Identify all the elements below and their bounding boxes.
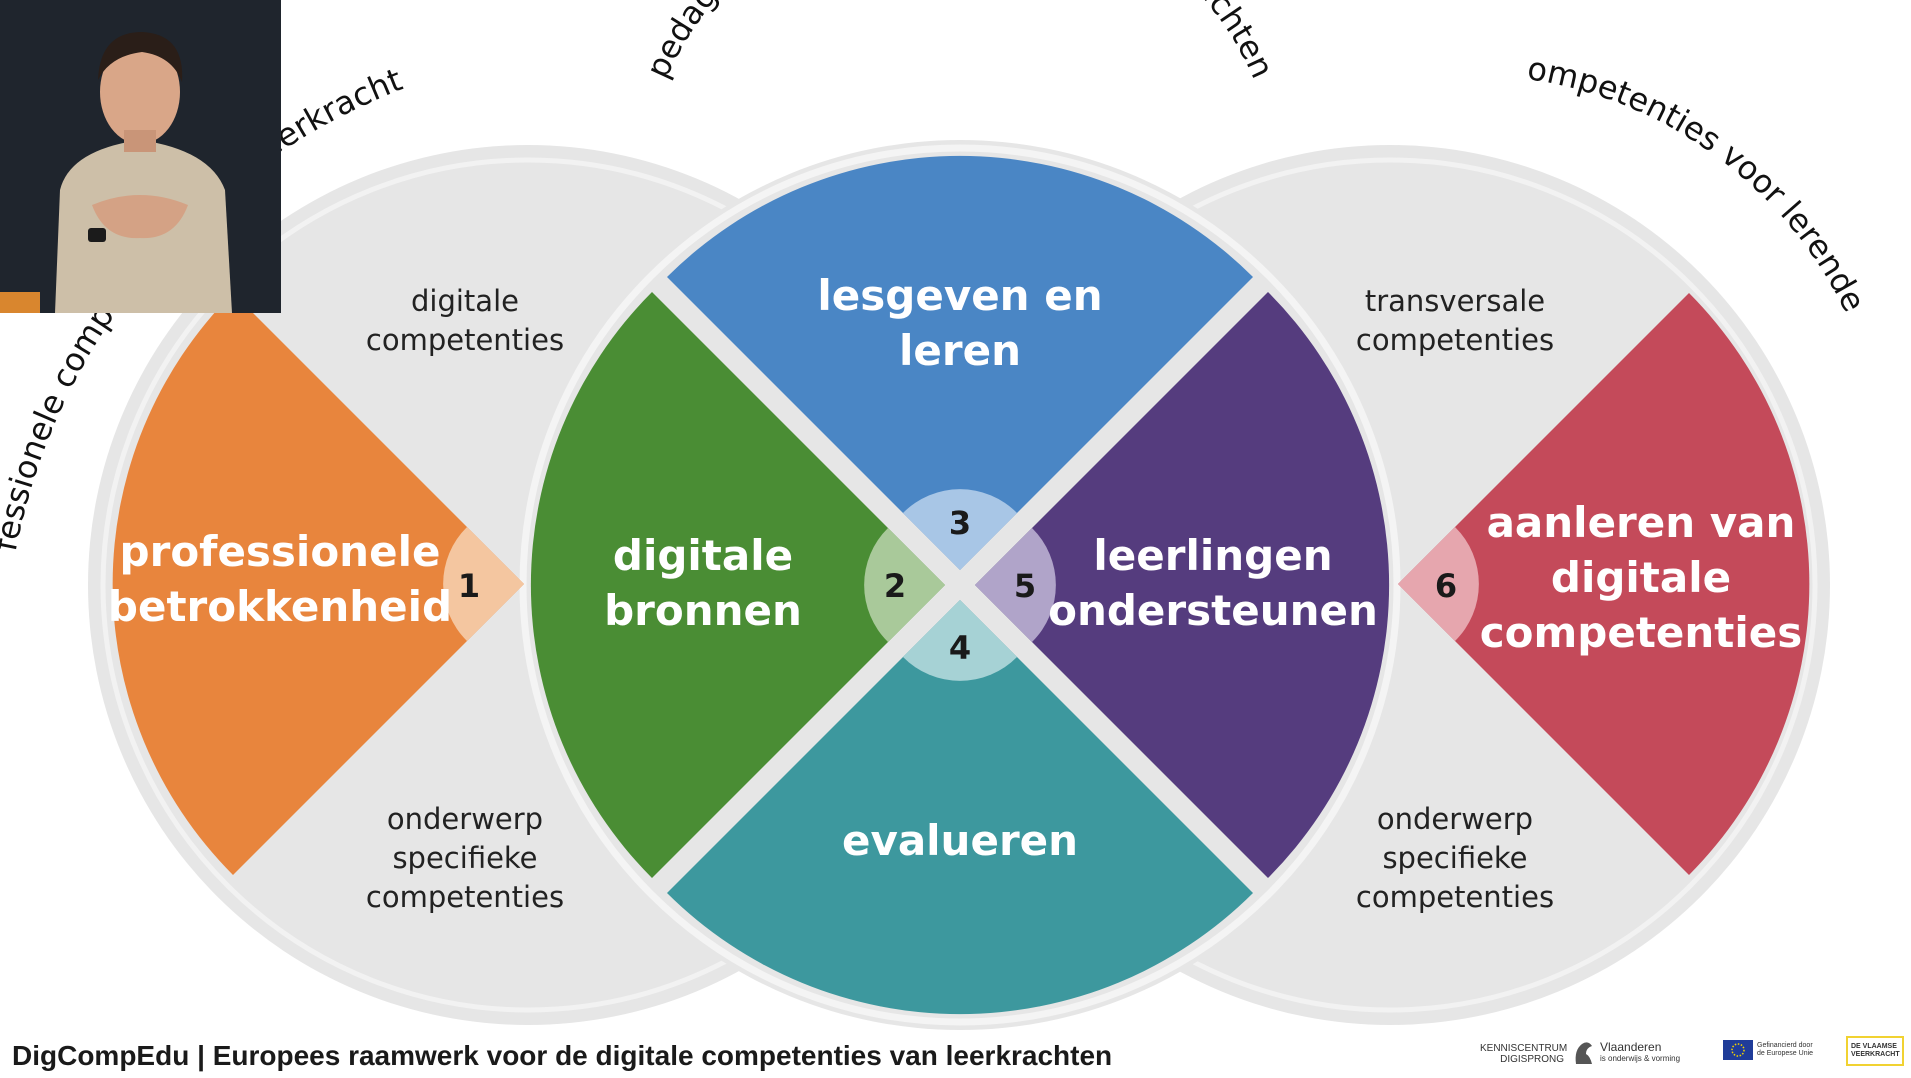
label-digitale-line1: digitale (613, 531, 793, 580)
center-circle (515, 140, 1405, 1030)
logo-veerkracht-line1: DE VLAAMSE (1851, 1043, 1897, 1050)
badge-shape-5 (975, 528, 1056, 642)
quadrant-digitale[interactable] (530, 292, 945, 878)
logo-vlaanderen-line1: Vlaanderen (1600, 1040, 1662, 1054)
badge-shape-2 (864, 528, 945, 642)
label-lesgeven-line2: leren (899, 326, 1021, 375)
logo-vlaanderen-text: Vlaanderen is onderwijs & vorming (1600, 1040, 1681, 1064)
arc-label-top: pedagogische competenties voor leerkrach… (638, 0, 1281, 84)
label-aanleren-line3: competenties (1480, 608, 1803, 657)
badge-number-2: 2 (884, 567, 906, 605)
badge-number-1: 1 (458, 567, 480, 605)
logo-digisprong-line1: KENNISCENTRUM (1480, 1043, 1568, 1054)
label-left-onderwerp-line1: onderwerp (387, 802, 543, 836)
label-professionele-line2: betrokkenheid (108, 582, 452, 631)
label-professionele-line1: professionele (120, 527, 441, 576)
label-digitale-competenties-line1: digitale (411, 284, 519, 318)
logo-vlaanderen (1572, 1038, 1596, 1070)
label-leerlingen-line1: leerlingen (1093, 531, 1332, 580)
label-aanleren-line2: digitale (1551, 553, 1731, 602)
logo-veerkracht-line2: VEERKRACHT (1851, 1051, 1900, 1058)
logo-eu-line1: Gefinancierd door (1757, 1042, 1813, 1049)
logo-vlaamse-veerkracht: DE VLAAMSE VEERKRACHT (1846, 1036, 1904, 1066)
logo-digisprong: KENNISCENTRUM DIGISPRONG (1480, 1043, 1568, 1065)
label-right-onderwerp-line3: competenties (1356, 880, 1554, 914)
footer-title: DigCompEdu | Europees raamwerk voor de d… (12, 1040, 1113, 1071)
wedge-aanleren[interactable] (1398, 293, 1810, 875)
badge-shape-6 (1398, 527, 1479, 641)
badge-number-5: 5 (1014, 567, 1036, 605)
label-lesgeven-line1: lesgeven en (817, 271, 1102, 320)
label-digitale-competenties-line2: competenties (366, 323, 564, 357)
wedge-professionele[interactable] (112, 293, 525, 875)
badge-number-6: 6 (1435, 567, 1457, 605)
presenter-image (0, 0, 281, 313)
label-leerlingen-line2: ondersteunen (1048, 586, 1378, 635)
label-aanleren-line1: aanleren van (1487, 498, 1796, 547)
eu-flag-icon (1723, 1040, 1753, 1060)
logo-eu-line2: de Europese Unie (1757, 1050, 1814, 1057)
label-transversale-line2: competenties (1356, 323, 1554, 357)
logo-vlaanderen-line2: is onderwijs & vorming (1600, 1054, 1681, 1063)
badge-number-4: 4 (949, 629, 971, 667)
label-right-onderwerp-line1: onderwerp (1377, 802, 1533, 836)
quadrant-evalueren[interactable] (667, 600, 1253, 1015)
quadrant-leerlingen[interactable] (975, 292, 1390, 878)
label-left-onderwerp-line3: competenties (366, 880, 564, 914)
label-right-onderwerp-line2: specifieke (1382, 841, 1527, 875)
badge-number-3: 3 (949, 504, 971, 542)
badge-shape-4 (903, 600, 1017, 681)
label-left-onderwerp-line2: specifieke (392, 841, 537, 875)
label-evalueren: evalueren (842, 816, 1078, 865)
logo-digisprong-line2: DIGISPRONG (1500, 1054, 1564, 1065)
label-transversale-line1: transversale (1365, 284, 1545, 318)
vlaanderen-lion-icon (1575, 1042, 1592, 1064)
quadrant-lesgeven[interactable] (667, 155, 1253, 570)
logo-eu-text: Gefinancierd door de Europese Unie (1757, 1042, 1813, 1058)
webcam-overlay (0, 0, 281, 313)
badge-shape-1 (443, 527, 524, 641)
badge-shape-3 (903, 489, 1017, 570)
eu-stars-icon (1731, 1043, 1745, 1057)
logo-veerkracht-text: DE VLAAMSE VEERKRACHT (1851, 1043, 1900, 1059)
label-digitale-line2: bronnen (604, 586, 802, 635)
